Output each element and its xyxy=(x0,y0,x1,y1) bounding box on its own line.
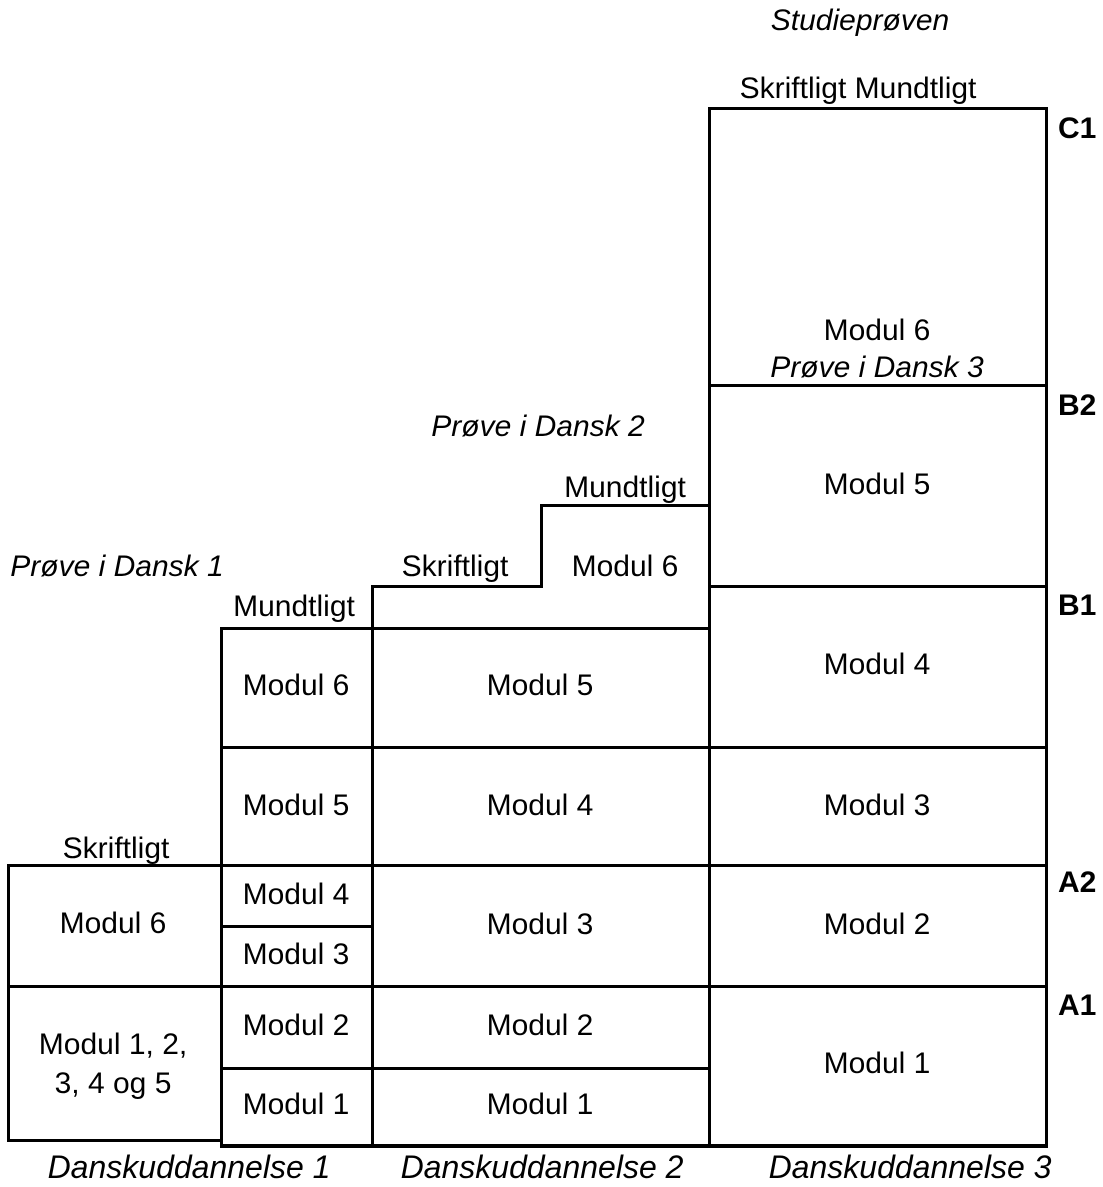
module-cell-d1-modul4: Modul 4 xyxy=(242,878,350,911)
module-cell-d1-base-modules: Modul 1, 2, 3, 4 og 5 xyxy=(39,1025,187,1103)
line-col3-top xyxy=(708,107,1048,110)
module-cell-d1-modul1: Modul 1 xyxy=(242,1088,350,1121)
line-col3-left xyxy=(708,107,711,1148)
module-cell-d3-modul1: Modul 1 xyxy=(823,1047,931,1080)
module-cell-d3-modul5: Modul 5 xyxy=(823,468,931,501)
base-modules-line1: Modul 1, 2, xyxy=(38,1028,188,1061)
module-cell-d2-modul2: Modul 2 xyxy=(486,1009,594,1042)
module-cell-d2-modul6: Modul 6 xyxy=(571,550,679,583)
exam-parts-label-d3: Skriftligt Mundtligt xyxy=(739,72,977,105)
level-label-a2: A2 xyxy=(1058,866,1097,899)
level-label-c1: C1 xyxy=(1058,112,1097,145)
base-modules-line2: 3, 4 og 5 xyxy=(54,1067,172,1100)
written-label-d2: Skriftligt xyxy=(401,550,509,583)
exam-title-proeve-i-dansk-1: Prøve i Dansk 1 xyxy=(10,550,224,583)
module-cell-d2-modul3: Modul 3 xyxy=(486,908,594,941)
module-cell-d1-modul6: Modul 6 xyxy=(242,669,350,702)
module-cell-d2-modul4: Modul 4 xyxy=(486,789,594,822)
column-footer-danskuddannelse2: Danskuddannelse 2 xyxy=(400,1149,684,1185)
level-label-b2: B2 xyxy=(1058,389,1097,422)
line-col2-step xyxy=(540,504,543,588)
line-col1-m4-m3 xyxy=(220,925,374,928)
module-cell-d3-modul6-label: Modul 6 xyxy=(823,314,931,347)
module-cell-d1-modul5: Modul 5 xyxy=(242,789,350,822)
module-cell-d3-modul2: Modul 2 xyxy=(823,908,931,941)
oral-label-d2: Mundtligt xyxy=(564,471,686,504)
exam-title-proeve-i-dansk-2: Prøve i Dansk 2 xyxy=(431,410,645,443)
line-col1-bigbox-bottom xyxy=(7,1139,222,1142)
line-diagram-bottom xyxy=(220,1144,1048,1148)
module-cell-d3-modul4: Modul 4 xyxy=(823,648,931,681)
module-cell-d1-modul3: Modul 3 xyxy=(242,938,350,971)
line-a2-boundary xyxy=(7,864,1048,867)
column-footer-danskuddannelse1: Danskuddannelse 1 xyxy=(47,1149,331,1185)
line-col2-oral-top xyxy=(540,504,711,507)
written-label-d1: Skriftligt xyxy=(62,832,170,865)
module-cell-d3-modul3: Modul 3 xyxy=(823,789,931,822)
line-col3-right xyxy=(1045,107,1048,1148)
module-cell-d2-modul1: Modul 1 xyxy=(486,1088,594,1121)
exam-title-studieproeven: Studieprøven xyxy=(770,4,950,37)
exam-title-proeve-i-dansk-3: Prøve i Dansk 3 xyxy=(770,351,984,384)
line-b2-boundary xyxy=(708,384,1048,387)
column-footer-danskuddannelse3: Danskuddannelse 3 xyxy=(768,1149,1052,1185)
line-a1-boundary xyxy=(7,985,1048,988)
line-col2-written-top xyxy=(371,585,543,588)
line-col1-modules-left xyxy=(220,627,223,1148)
oral-label-d1: Mundtligt xyxy=(233,590,355,623)
line-col1-bigbox-left xyxy=(7,864,10,1142)
level-label-b1: B1 xyxy=(1058,589,1097,622)
line-row-1067 xyxy=(220,1067,711,1070)
line-b1-boundary xyxy=(708,585,1048,588)
module-cell-d3-modul6: Modul 6 Prøve i Dansk 3 xyxy=(770,312,983,386)
line-col1-oral-top xyxy=(220,627,711,630)
line-col2-left xyxy=(371,585,374,1148)
line-row-746 xyxy=(220,746,1048,749)
module-cell-d1-modul2: Modul 2 xyxy=(242,1009,350,1042)
module-cell-d1-written-modul6: Modul 6 xyxy=(59,907,167,940)
level-label-a1: A1 xyxy=(1058,989,1097,1022)
module-cell-d2-modul5: Modul 5 xyxy=(486,669,594,702)
